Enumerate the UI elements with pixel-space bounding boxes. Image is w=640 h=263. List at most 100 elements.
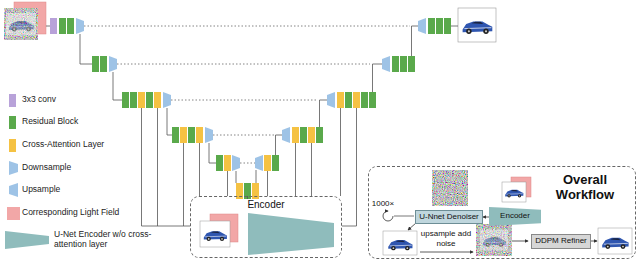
car-figure <box>599 229 631 253</box>
image-frame <box>598 228 632 254</box>
legend-text: Cross-Attention Layer <box>22 140 104 150</box>
condition-line <box>340 108 341 196</box>
residual-block <box>146 92 153 108</box>
upsample-block <box>255 155 263 171</box>
legend-text: Upsample <box>22 185 60 195</box>
residual-block <box>92 56 99 72</box>
residual-block <box>316 127 323 143</box>
residual-block <box>188 127 195 143</box>
residual-block <box>361 92 368 108</box>
flow-line <box>167 108 172 135</box>
flow-line <box>113 72 122 100</box>
residual-block <box>400 56 407 72</box>
residual-block <box>369 92 376 108</box>
flow-arrow <box>408 223 416 230</box>
region-title: Overall Workflow <box>541 173 629 203</box>
skip-line <box>213 135 274 136</box>
legend-swatch-frame <box>9 161 18 175</box>
condition-line <box>342 108 357 226</box>
flow-line <box>46 26 50 27</box>
flow-line <box>209 143 216 163</box>
condition-line <box>227 171 228 196</box>
box-label: U-Nnet Denoiser <box>419 213 479 222</box>
skip-line <box>117 64 370 65</box>
residual-block <box>392 56 399 72</box>
upsample-block <box>282 127 290 143</box>
skip-line <box>171 100 317 101</box>
upsample-block <box>418 18 426 34</box>
noise-image <box>476 224 512 256</box>
output-frame <box>458 8 496 42</box>
attention-block <box>224 155 231 171</box>
downsample-block <box>205 127 213 143</box>
legend-swatch <box>5 231 49 249</box>
downsample-block <box>232 155 240 171</box>
encoder-outline <box>489 207 541 226</box>
image-frame <box>383 231 417 255</box>
flow-arrow <box>512 241 528 242</box>
skip-line <box>240 163 255 164</box>
condition-line <box>267 171 268 196</box>
box-label: Encoder <box>500 212 530 221</box>
flow-arrow <box>420 252 473 253</box>
encoder-shape <box>248 213 334 255</box>
residual-block <box>100 56 107 72</box>
attention-block <box>196 127 203 143</box>
upsample-block <box>327 92 335 108</box>
legend-swatch <box>9 139 16 152</box>
residual-block <box>59 18 66 34</box>
flow-arrow <box>590 241 597 242</box>
attention-block <box>154 92 161 108</box>
car-figure <box>459 12 495 39</box>
legend-text: 3x3 conv <box>22 95 56 105</box>
image-frame <box>200 221 230 247</box>
downsample-block <box>109 56 117 72</box>
residual-block <box>122 92 129 108</box>
repeat-count: 1000× <box>368 199 398 209</box>
noise-image <box>432 170 468 206</box>
residual-block <box>436 18 443 34</box>
attention-block <box>353 92 360 108</box>
condition-line <box>183 143 184 226</box>
legend-text: Residual Block <box>22 117 78 127</box>
flow-line <box>320 100 328 127</box>
attention-block <box>337 92 344 108</box>
legend-swatch-frame <box>5 231 49 249</box>
skip-line <box>84 26 410 27</box>
step-note: upsample add noise <box>419 229 473 248</box>
legend-swatch <box>9 183 18 197</box>
legend-swatch <box>9 94 16 107</box>
denoiser-box: U-Nnet Denoiser <box>415 210 483 224</box>
legend-text: U-Net Encoder w/o cross-attention layer <box>54 230 182 250</box>
refiner-box: DDPM Refiner <box>531 234 591 249</box>
residual-block <box>67 18 74 34</box>
flow-line <box>373 64 383 92</box>
legend-text: Corresponding Light Field <box>22 208 119 218</box>
flow-line <box>236 171 237 183</box>
residual-block <box>216 155 223 171</box>
car-figure <box>6 13 36 36</box>
residual-block <box>444 18 451 34</box>
car-figure <box>201 224 229 245</box>
encoder-region: Encoder <box>190 196 342 258</box>
downsample-block <box>76 18 84 34</box>
box-label: DDPM Refiner <box>535 237 587 246</box>
residual-block <box>408 56 415 72</box>
noise-image <box>4 8 38 40</box>
attention-block <box>138 92 145 108</box>
flow-line <box>412 26 419 56</box>
residual-block <box>428 18 435 34</box>
loop-arrow <box>383 211 393 221</box>
legend-swatch-frame <box>9 116 17 129</box>
legend-swatch-frame <box>7 207 20 220</box>
condition-line <box>295 143 296 196</box>
flow-line <box>451 26 458 27</box>
condition-line <box>157 108 158 226</box>
conv-block <box>50 18 57 34</box>
legend-swatch <box>7 207 20 220</box>
car-figure <box>385 232 414 254</box>
condition-line <box>199 143 200 196</box>
residual-block <box>272 155 279 171</box>
